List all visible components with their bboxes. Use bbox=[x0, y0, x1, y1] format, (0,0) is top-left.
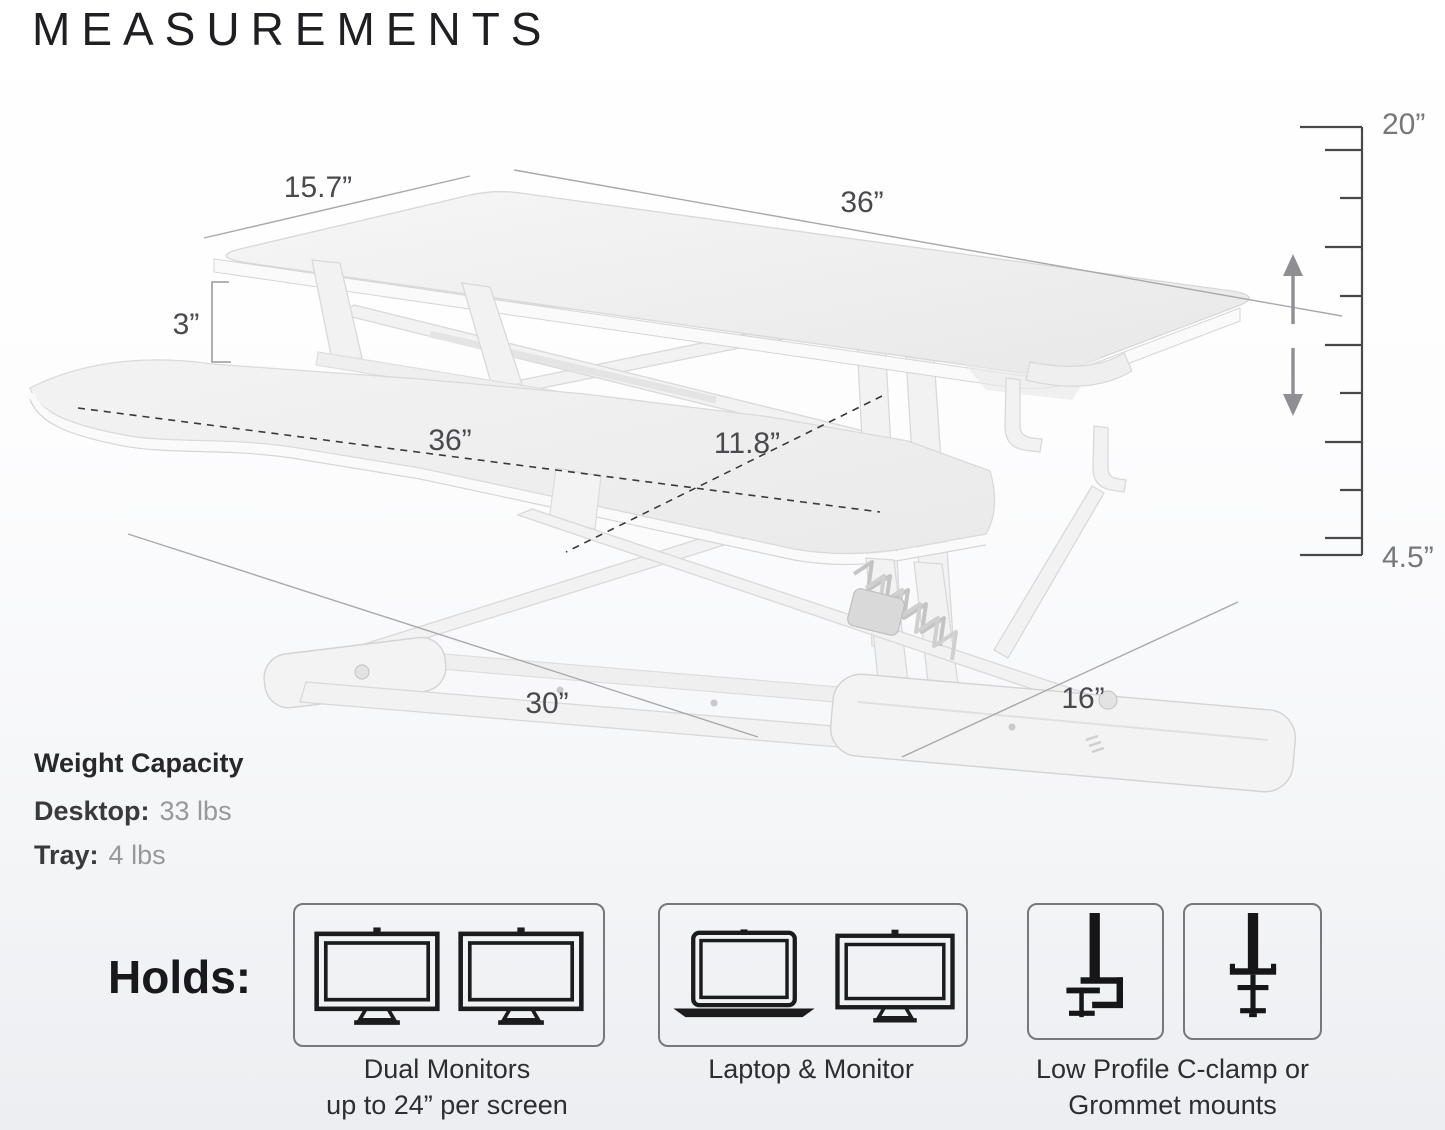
caption-line: up to 24” per screen bbox=[326, 1090, 568, 1120]
c-clamp-icon bbox=[1065, 913, 1123, 1018]
dim-riser-gap-label: 3” bbox=[173, 308, 200, 341]
grommet-mount-icon bbox=[1229, 913, 1276, 1018]
holds-box-c-clamp bbox=[1027, 903, 1164, 1040]
caption-line: Low Profile C-clamp or bbox=[1035, 1054, 1310, 1084]
height-ruler: 20” 4.5” bbox=[1300, 108, 1434, 574]
mount-hook bbox=[1092, 425, 1127, 493]
arrow-up-icon bbox=[1283, 254, 1303, 276]
weight-capacity-heading: Weight Capacity bbox=[34, 748, 244, 778]
desktop-surface bbox=[213, 190, 1250, 493]
dim-top-width-label: 36” bbox=[840, 186, 883, 219]
weight-capacity-block: Weight Capacity Desktop: 33 lbs Tray: 4 lb… bbox=[34, 748, 244, 884]
monitor-icon bbox=[458, 927, 584, 1025]
holds-box-laptop-monitor bbox=[658, 903, 968, 1047]
height-adjust-arrows bbox=[1283, 254, 1303, 416]
holds-box-dual-monitors bbox=[293, 903, 605, 1047]
weight-capacity-desktop-row: Desktop: 33 lbs bbox=[34, 796, 244, 827]
arrow-down-icon bbox=[1283, 394, 1303, 416]
page-title: MEASUREMENTS bbox=[32, 3, 553, 55]
dim-top-depth-label: 15.7” bbox=[284, 171, 352, 204]
caption-line: Dual Monitors bbox=[363, 1054, 531, 1084]
dim-tray-depth-label: 11.8” bbox=[714, 427, 780, 460]
holds-box-grommet bbox=[1183, 903, 1322, 1040]
weight-capacity-tray-value: 4 lbs bbox=[108, 840, 166, 870]
dim-top-depth: 15.7” bbox=[203, 171, 471, 239]
weight-capacity-tray-label: Tray: bbox=[34, 840, 99, 870]
keyboard-tray bbox=[25, 359, 996, 566]
weight-capacity-desktop-value: 33 lbs bbox=[159, 796, 232, 826]
dimension-annotations: 15.7” 36” 3” 36” 11.8” 30” bbox=[77, 108, 1434, 758]
caption-laptop-monitor: Laptop & Monitor bbox=[658, 1051, 964, 1087]
caption-line: Laptop & Monitor bbox=[708, 1054, 914, 1084]
holds-heading: Holds: bbox=[108, 951, 252, 1003]
dim-base-depth: 16” bbox=[901, 601, 1239, 758]
dim-tray-depth: 11.8” bbox=[565, 395, 883, 553]
dim-base-length: 30” bbox=[127, 533, 759, 738]
base-right-foot bbox=[829, 673, 1297, 793]
caption-dual-monitors: Dual Monitors up to 24” per screen bbox=[293, 1051, 601, 1123]
monitor-icon bbox=[314, 927, 440, 1025]
dim-riser-gap: 3” bbox=[173, 281, 231, 363]
weight-capacity-tray-row: Tray: 4 lbs bbox=[34, 840, 244, 871]
dim-base-length-label: 30” bbox=[525, 687, 568, 720]
base-frame bbox=[263, 636, 1297, 793]
dim-top-width: 36” bbox=[513, 169, 1343, 317]
laptop-icon bbox=[673, 929, 815, 1018]
monitor-icon bbox=[835, 929, 955, 1023]
dim-tray-width: 36” bbox=[77, 407, 881, 513]
dim-height-max-label: 20” bbox=[1382, 108, 1425, 141]
dim-height-min-label: 4.5” bbox=[1382, 541, 1434, 574]
lift-spring bbox=[852, 560, 946, 647]
caption-line: Grommet mounts bbox=[1068, 1090, 1277, 1120]
mount-hook bbox=[1004, 377, 1043, 453]
weight-capacity-desktop-label: Desktop: bbox=[34, 796, 150, 826]
desk-illustration bbox=[25, 190, 1297, 793]
dim-base-depth-label: 16” bbox=[1061, 682, 1104, 715]
caption-clamp-mounts: Low Profile C-clamp or Grommet mounts bbox=[1027, 1051, 1318, 1123]
dim-tray-width-label: 36” bbox=[428, 424, 471, 457]
